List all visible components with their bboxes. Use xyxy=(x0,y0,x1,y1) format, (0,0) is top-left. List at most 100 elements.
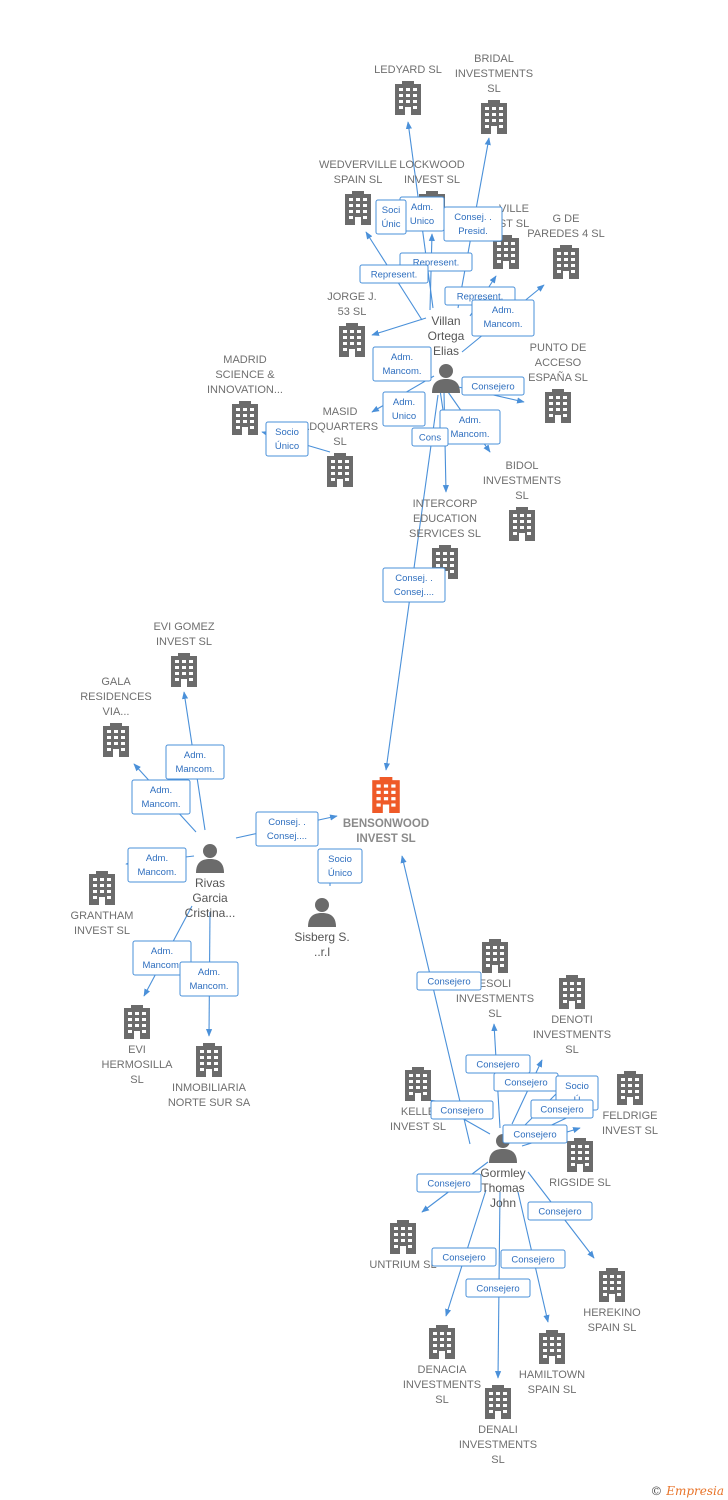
company-building-icon xyxy=(171,653,197,687)
edge-label-rivas-evihermosilla[interactable]: Adm.Mancom. xyxy=(132,940,192,976)
company-building-icon xyxy=(599,1268,625,1302)
copyright-symbol: © xyxy=(650,1484,663,1498)
edge-label-gormley-rigside[interactable]: Consejero xyxy=(502,1124,568,1144)
edge-label-villan-masid[interactable]: Adm.Mancom. xyxy=(372,346,432,382)
node-sisberg[interactable]: Sisberg S...r.l xyxy=(294,898,350,959)
node-label: Villan xyxy=(431,314,460,328)
edge-label-gormley-feldrige[interactable]: Consejero xyxy=(530,1099,594,1119)
node-label: Garcia xyxy=(192,891,228,905)
edge-label-gormley-denali[interactable]: Consejero xyxy=(465,1278,531,1298)
node-label: BRIDAL xyxy=(474,53,514,65)
edge-label-gormley-hamiltown[interactable]: Consejero xyxy=(500,1249,566,1269)
empresia-logo[interactable]: Empresia xyxy=(666,1484,724,1498)
edge-label-text: Mancom. xyxy=(141,799,180,810)
edge-label-text: Represent. xyxy=(371,270,417,281)
node-rivas[interactable]: RivasGarciaCristina... xyxy=(185,844,236,920)
node-label: BENSONWOOD xyxy=(343,818,429,830)
node-label: Thomas xyxy=(481,1181,524,1195)
node-untrium[interactable]: UNTRIUM SL xyxy=(369,1220,437,1271)
node-label: EDUCATION xyxy=(413,513,477,525)
edge-label-text: Consejero xyxy=(511,1255,554,1266)
node-label: Cristina... xyxy=(185,906,236,920)
edge-label-rivas-inmobiliaria[interactable]: Adm.Mancom. xyxy=(179,961,239,997)
edge-label-gormley-herekino[interactable]: Consejero xyxy=(527,1201,593,1221)
node-label: SL xyxy=(515,490,528,502)
node-gala[interactable]: GALARESIDENCESVIA... xyxy=(80,676,152,757)
edge-label-villan-jorge[interactable]: Represent. xyxy=(359,264,429,284)
edge-label-gormley-untrium[interactable]: Consejero xyxy=(416,1173,482,1193)
company-building-icon xyxy=(405,1067,431,1101)
company-building-icon xyxy=(232,401,258,435)
edge-label-rivas-bensonwood[interactable]: Consej. .Consej.... xyxy=(255,811,319,847)
edge-label-villan-intercorp[interactable]: Adm.Unico xyxy=(382,391,426,427)
edge-label-text: Consejero xyxy=(476,1284,519,1295)
edge-label-text: Únic xyxy=(381,219,400,230)
edge-label-rivas-grantham[interactable]: Adm.Mancom. xyxy=(127,847,187,883)
node-label: SL xyxy=(565,1044,578,1056)
edge-label-text: Presid. xyxy=(458,226,488,237)
edge-label-villan-intercorp[interactable]: Cons xyxy=(411,427,449,447)
edge-label-text: Adm. xyxy=(411,202,433,213)
edge-label-rivas-gala[interactable]: Adm.Mancom. xyxy=(131,779,191,815)
company-building-icon xyxy=(429,1325,455,1359)
edge-label-text: Adm. xyxy=(198,967,220,978)
edge-label-gormley-bensonwood[interactable]: Consejero xyxy=(416,971,482,991)
node-label: LOCKWOOD xyxy=(399,159,464,171)
edge-label-text: Consejero xyxy=(504,1078,547,1089)
edge-label-villan-punto[interactable]: Consejero xyxy=(461,376,525,396)
edge-label-villan-bidol[interactable]: Adm.Mancom. xyxy=(439,409,501,445)
edge-label-villan-ledyard[interactable]: Adm.Unico xyxy=(399,196,445,232)
edge-label-gormley-denacia[interactable]: Consejero xyxy=(431,1247,497,1267)
edge-label-villan-bensonwood[interactable]: Consej. .Consej.... xyxy=(382,567,446,603)
edge-villan-to-lockwood xyxy=(428,233,435,311)
edge-label-villan-bridal[interactable]: Consej. .Presid. xyxy=(443,206,503,242)
edge-label-villan-gparedes[interactable]: Adm.Mancom. xyxy=(471,299,535,337)
node-label: INMOBILIARIA xyxy=(172,1082,247,1094)
edge-label-gormley-esoli[interactable]: Consejero xyxy=(465,1054,531,1074)
edge-label-text: Adm. xyxy=(492,305,514,316)
node-label: HEREKINO xyxy=(583,1307,641,1319)
node-ledyard[interactable]: LEDYARD SL xyxy=(374,64,442,115)
edge-label-text: Consejero xyxy=(427,1179,470,1190)
node-label: INVEST SL xyxy=(602,1125,658,1137)
node-jorge[interactable]: JORGE J.53 SL xyxy=(327,291,377,357)
edge-label-rivas-evigomez[interactable]: Adm.Mancom. xyxy=(165,744,225,780)
edge-label-text: Consejero xyxy=(427,977,470,988)
edge-label-gormley-keller[interactable]: Consejero xyxy=(430,1100,494,1120)
node-label: EVI xyxy=(128,1044,146,1056)
node-label: GRANTHAM xyxy=(71,910,134,922)
node-rigside[interactable]: RIGSIDE SL xyxy=(549,1138,611,1189)
edge-label-text: Consej.... xyxy=(394,587,434,598)
node-label: LEDYARD SL xyxy=(374,64,442,76)
edge-label-gormley-denoti[interactable]: Consejero xyxy=(493,1072,559,1092)
node-label: EVI GOMEZ xyxy=(153,621,214,633)
